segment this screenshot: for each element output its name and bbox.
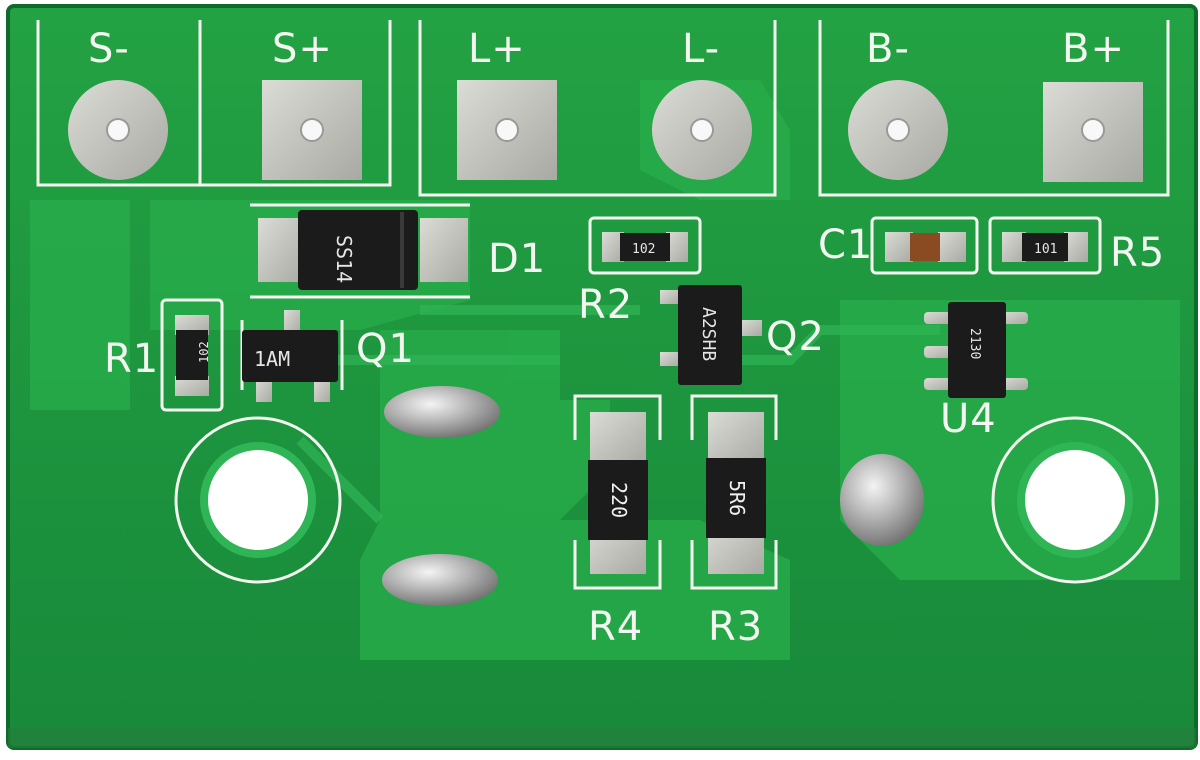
u4-marking: 2130: [967, 328, 982, 359]
ic-u4: 2130: [924, 302, 1028, 398]
pad-b-minus: [848, 80, 948, 180]
terminal-outlines: [36, 20, 1170, 197]
pad-b-plus: [1043, 82, 1143, 182]
transistor-q2: A2SHB: [660, 285, 762, 385]
pad-l-minus: [652, 80, 752, 180]
label-s-plus: S+: [272, 26, 333, 72]
label-l-plus: L+: [468, 26, 526, 72]
label-r5: R5: [1110, 230, 1165, 276]
label-d1: D1: [488, 236, 546, 282]
r5-marking: 101: [1034, 242, 1057, 257]
transistor-q1: 1AM: [240, 310, 344, 402]
label-q2: Q2: [766, 314, 825, 360]
solder-blob-right: [840, 454, 924, 546]
r3-marking: 5R6: [725, 480, 749, 516]
d1-marking: SS14: [332, 235, 356, 283]
label-q1: Q1: [356, 326, 415, 372]
label-r1: R1: [104, 336, 159, 382]
pad-s-plus: [262, 80, 362, 180]
label-r2: R2: [578, 282, 633, 328]
resistor-r1: 102: [160, 298, 224, 412]
solder-blob-lower: [382, 554, 498, 606]
r2-marking: 102: [632, 242, 655, 257]
pad-l-plus: [457, 80, 557, 180]
label-l-minus: L-: [682, 26, 720, 72]
pad-s-minus: [68, 80, 168, 180]
r4-marking: 220: [607, 482, 631, 518]
q1-marking: 1AM: [254, 347, 290, 371]
label-u4: U4: [940, 396, 997, 442]
capacitor-c1: [870, 216, 979, 275]
resistor-r5: 101: [988, 216, 1102, 275]
label-r4: R4: [588, 604, 643, 650]
resistor-r4: 220: [573, 394, 662, 590]
solder-blob-upper: [384, 386, 500, 438]
label-r3: R3: [708, 604, 763, 650]
diode-d1: SS14: [250, 203, 470, 299]
resistor-r3: 5R6: [690, 394, 778, 590]
label-c1: C1: [818, 222, 873, 268]
mounting-hole-right: [991, 416, 1159, 584]
r1-marking: 102: [197, 341, 211, 363]
mounting-hole-left: [174, 416, 342, 584]
q2-marking: A2SHB: [698, 307, 719, 361]
label-b-plus: B+: [1062, 26, 1125, 72]
label-s-minus: S-: [88, 26, 130, 72]
label-b-minus: B-: [866, 26, 910, 72]
resistor-r2: 102: [588, 216, 702, 275]
